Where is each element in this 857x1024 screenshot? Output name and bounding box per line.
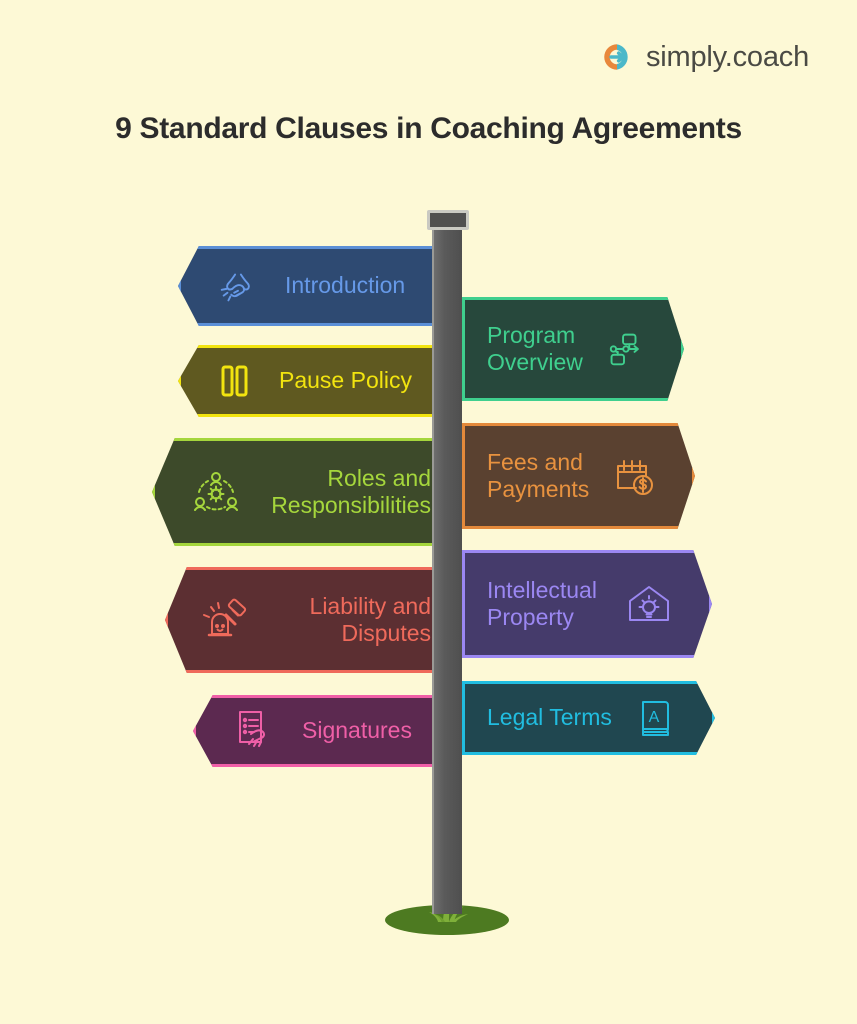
- sign-label: Program Overview: [487, 321, 583, 375]
- team-gear-icon: [194, 472, 238, 511]
- calendar-dollar-icon: [617, 460, 653, 495]
- sign-roles-and-responsibilities[interactable]: Roles and Responsibilities: [152, 438, 456, 546]
- sign-pause-policy[interactable]: Pause Policy: [178, 345, 456, 417]
- sign-signatures[interactable]: Signatures: [193, 695, 456, 767]
- handshake-icon: [220, 273, 250, 302]
- signpost-pole-cap: [427, 210, 469, 230]
- sign-label: Fees and Payments: [487, 448, 590, 502]
- brand-name: simply.coach: [645, 40, 809, 73]
- sign-program-overview[interactable]: Program Overview: [462, 297, 684, 401]
- signpost-pole: [432, 226, 462, 914]
- sign-intellectual-property[interactable]: Intellectual Property: [462, 550, 712, 658]
- law-book-icon: A: [642, 701, 669, 736]
- sign-label: Signatures: [302, 717, 412, 744]
- house-lightbulb-icon: [629, 586, 669, 621]
- signing-document-icon: [239, 711, 266, 747]
- sign-label: Roles and Responsibilities: [271, 464, 431, 518]
- pause-icon: [221, 365, 248, 397]
- sign-introduction[interactable]: Introduction: [178, 246, 456, 326]
- sign-fees-and-payments[interactable]: Fees and Payments: [462, 423, 695, 529]
- workflow-diagram-icon: [609, 333, 639, 366]
- simply-coach-logo-icon: [604, 44, 628, 70]
- sign-label: Intellectual Property: [487, 576, 597, 630]
- page-title: 9 Standard Clauses in Coaching Agreement…: [115, 112, 742, 145]
- sign-label: Introduction: [285, 272, 406, 299]
- brand-logo: simply.coach: [600, 40, 809, 74]
- sign-label: Liability and Disputes: [309, 592, 431, 646]
- sign-legal-terms[interactable]: Legal Terms A: [462, 681, 715, 755]
- sign-label: Pause Policy: [279, 367, 412, 394]
- svg-text:A: A: [649, 709, 660, 726]
- sign-liability-and-disputes[interactable]: Liability and Disputes: [165, 567, 456, 673]
- sign-label: Legal Terms: [487, 704, 612, 731]
- gavel-icon: [203, 598, 247, 637]
